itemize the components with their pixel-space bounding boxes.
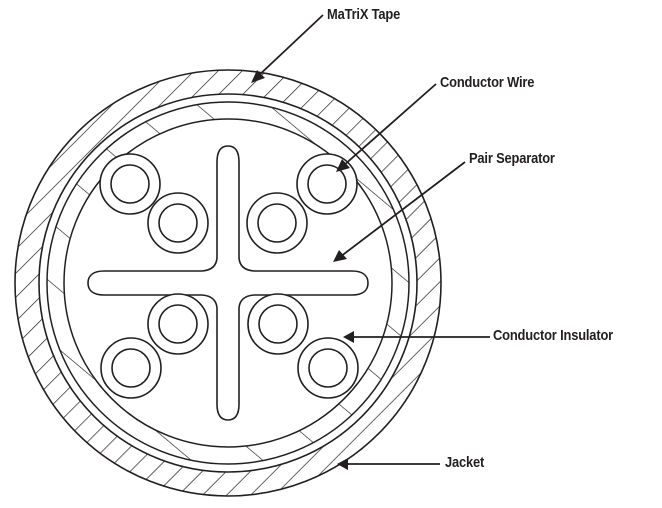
leader-conductor-insulator [343, 331, 490, 343]
conductor [246, 192, 308, 254]
conductor [100, 337, 162, 399]
conductor-wire [111, 348, 151, 388]
leader-jacket [337, 458, 440, 470]
conductor-wire [258, 304, 298, 344]
conductor [247, 293, 309, 355]
pair-separator-shape [87, 145, 369, 421]
conductor-pair-bottom-left [100, 293, 209, 399]
label-jacket: Jacket [445, 454, 485, 471]
leader-matrix-tape [251, 14, 324, 83]
label-pair-separator: Pair Separator [469, 150, 555, 167]
leader-pair-separator [333, 161, 466, 262]
matrix-tape-ring [46, 101, 410, 465]
conductor-wire [307, 164, 347, 204]
conductor-wire [158, 203, 198, 243]
jacket-ring [14, 69, 442, 497]
leader-conductor-wire [336, 83, 437, 172]
conductor [147, 192, 209, 254]
conductor-wire [257, 203, 297, 243]
label-matrix-tape: MaTriX Tape [327, 6, 401, 23]
conductor [99, 153, 161, 215]
label-conductor-insulator: Conductor Insulator [493, 327, 613, 344]
conductor [296, 153, 358, 215]
conductor-pair-top-left [99, 153, 209, 254]
conductor-wire [110, 164, 150, 204]
conductor-wire [308, 348, 348, 388]
conductor-wire [158, 304, 198, 344]
label-conductor-wire: Conductor Wire [440, 74, 535, 91]
conductor-pair-bottom-right [247, 293, 359, 399]
conductor [297, 337, 359, 399]
conductor [147, 293, 209, 355]
